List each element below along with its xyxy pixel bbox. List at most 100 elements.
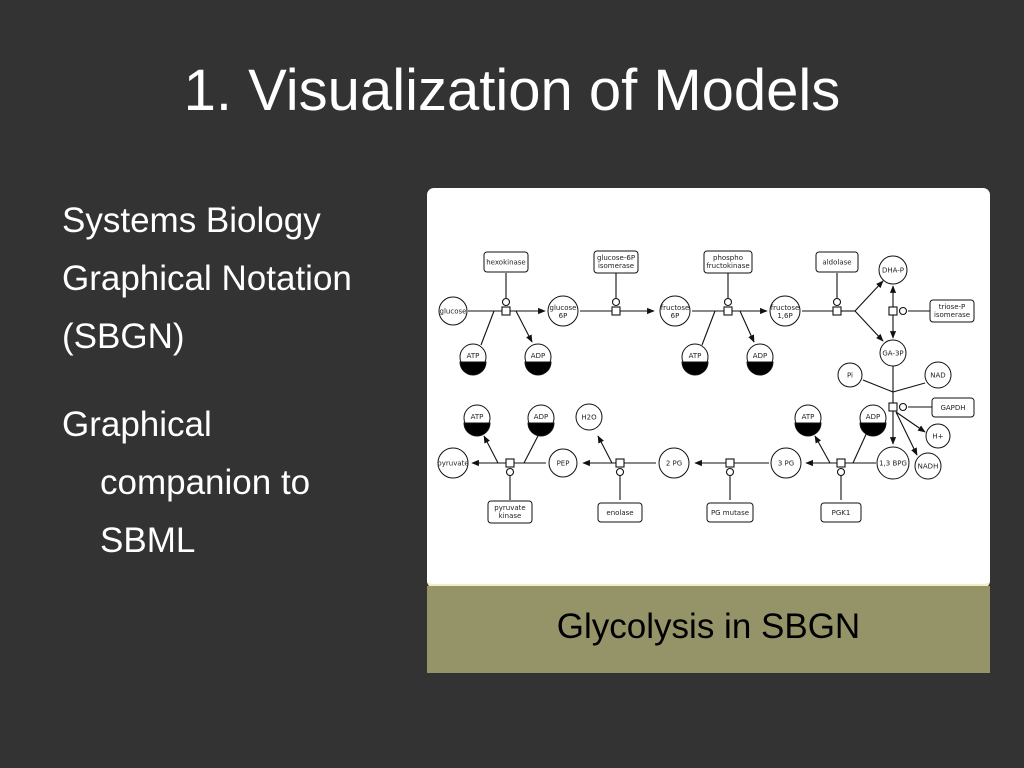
glycolysis-diagram: glucose glucose 6P fructose 6P fructose … bbox=[427, 188, 990, 588]
metabolite-label: 1,3 BPG bbox=[879, 460, 907, 468]
adp-label: ADP bbox=[531, 352, 545, 360]
flow-arc bbox=[854, 280, 884, 312]
metabolite-label: 6P bbox=[559, 312, 568, 320]
metabolite-label: fructose bbox=[771, 304, 800, 312]
metabolite-node bbox=[770, 447, 802, 479]
enzyme-node bbox=[931, 397, 975, 418]
production-arc bbox=[895, 411, 918, 456]
metabolite-label: 6P bbox=[671, 312, 680, 320]
metabolite-node bbox=[575, 403, 603, 431]
metabolite-node bbox=[924, 361, 952, 389]
catalysis-node bbox=[501, 297, 511, 307]
adp-node bbox=[746, 343, 774, 376]
bullet-line: (SBGN) bbox=[62, 317, 185, 357]
consumption-arc bbox=[892, 382, 926, 393]
metabolite-node bbox=[837, 362, 863, 388]
adp-node bbox=[859, 404, 887, 437]
metabolite-label: 2 PG bbox=[666, 460, 682, 468]
metabolite-node bbox=[914, 452, 942, 480]
metabolite-node bbox=[437, 447, 469, 479]
process-node bbox=[723, 306, 733, 316]
metabolite-label: 3 PG bbox=[778, 460, 794, 468]
enzyme-label: isomerase bbox=[934, 311, 970, 319]
enzyme-node bbox=[597, 502, 643, 523]
metabolite-node bbox=[925, 423, 951, 449]
enzyme-node bbox=[487, 500, 533, 524]
catalysis-node bbox=[898, 306, 908, 316]
bullet-line: Systems Biology bbox=[62, 201, 321, 240]
enzyme-label: phospho bbox=[713, 254, 743, 262]
bullet-line: Graphical bbox=[62, 405, 212, 445]
atp-label: ATP bbox=[689, 352, 702, 360]
enzyme-node bbox=[703, 250, 753, 274]
enzyme-label: fructokinase bbox=[706, 262, 749, 270]
enzyme-label: kinase bbox=[499, 512, 522, 520]
catalysis-node bbox=[611, 297, 621, 307]
enzyme-label: hexokinase bbox=[486, 259, 526, 267]
enzyme-label: pyruvate bbox=[494, 504, 525, 512]
caption-box: Glycolysis in SBGN bbox=[427, 586, 990, 673]
process-node bbox=[501, 306, 511, 316]
metabolite-label: NADH bbox=[918, 463, 939, 471]
enzyme-label: PG mutase bbox=[711, 509, 749, 517]
catalysis-node bbox=[725, 467, 735, 477]
consumption-arc bbox=[862, 379, 894, 393]
production-arc bbox=[895, 411, 926, 433]
production-arc bbox=[515, 310, 533, 343]
production-arc bbox=[483, 435, 499, 464]
metabolite-label: GA-3P bbox=[882, 350, 903, 358]
metabolite-label: PEP bbox=[557, 460, 570, 468]
catalysis-node bbox=[832, 297, 842, 307]
metabolite-label: 1,6P bbox=[777, 312, 792, 320]
consumption-arc bbox=[701, 310, 716, 346]
enzyme-node bbox=[483, 251, 529, 273]
metabolite-label: NAD bbox=[930, 372, 945, 380]
bullet-line: companion to bbox=[100, 463, 311, 503]
bullet-list: Systems Biology Graphical Notation (SBGN… bbox=[62, 192, 352, 571]
enzyme-node bbox=[706, 502, 754, 523]
production-arc bbox=[814, 435, 831, 464]
atp-node bbox=[463, 404, 491, 437]
metabolite-label: H+ bbox=[932, 433, 943, 441]
enzyme-label: triose-P bbox=[939, 303, 966, 311]
process-node bbox=[888, 306, 898, 316]
enzyme-label: isomerase bbox=[598, 262, 634, 270]
atp-label: ATP bbox=[467, 352, 480, 360]
bullet-line: Graphical Notation bbox=[62, 259, 352, 299]
process-node bbox=[832, 306, 842, 316]
bullet-gap bbox=[62, 366, 352, 396]
enzyme-node bbox=[820, 502, 862, 523]
enzyme-label: PGK1 bbox=[832, 509, 851, 517]
production-arc bbox=[597, 435, 613, 464]
metabolite-node bbox=[876, 446, 910, 480]
metabolite-label: H2O bbox=[581, 414, 597, 422]
process-node bbox=[725, 458, 735, 468]
catalysis-node bbox=[505, 467, 515, 477]
enzyme-label: aldolase bbox=[822, 259, 851, 267]
metabolite-label: glucose bbox=[440, 308, 467, 316]
enzyme-label: enolase bbox=[606, 509, 633, 517]
bullet-line: SBML bbox=[100, 521, 196, 561]
adp-node bbox=[524, 343, 552, 376]
adp-label: ADP bbox=[753, 352, 767, 360]
adp-label: ADP bbox=[866, 413, 880, 421]
catalysis-node bbox=[615, 467, 625, 477]
metabolite-node bbox=[658, 447, 690, 479]
atp-node bbox=[794, 404, 822, 437]
metabolite-node bbox=[878, 255, 908, 285]
atp-label: ATP bbox=[802, 413, 815, 421]
metabolite-node bbox=[547, 295, 579, 327]
metabolite-label: Pi bbox=[847, 372, 853, 380]
catalysis-node bbox=[836, 467, 846, 477]
atp-node bbox=[681, 343, 709, 376]
process-node bbox=[615, 458, 625, 468]
enzyme-label: GAPDH bbox=[940, 404, 965, 412]
adp-node bbox=[527, 404, 555, 437]
metabolite-node bbox=[879, 339, 907, 367]
metabolite-node bbox=[659, 295, 691, 327]
atp-label: ATP bbox=[471, 413, 484, 421]
catalysis-node bbox=[723, 297, 733, 307]
catalysis-node bbox=[898, 402, 908, 412]
process-node bbox=[888, 402, 898, 412]
enzyme-node bbox=[929, 299, 975, 323]
